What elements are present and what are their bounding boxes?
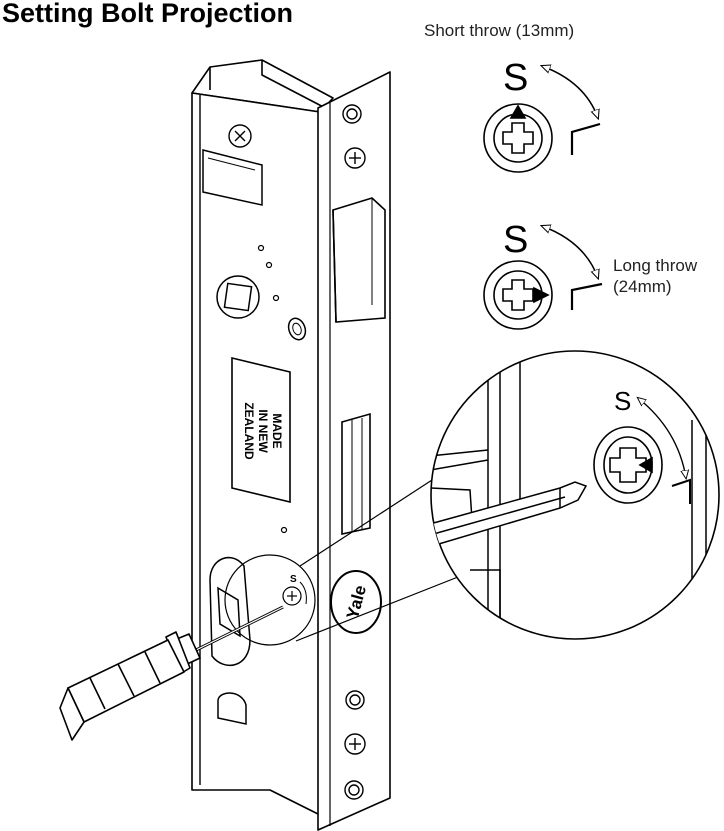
- faceplate-screw-bottom: [344, 780, 364, 800]
- yale-logo: Yale: [330, 570, 382, 634]
- cylinder-cutout: [209, 556, 251, 666]
- plate-text-line3: ZEALAND: [242, 402, 256, 460]
- faceplate-screw-2: [344, 147, 366, 169]
- diagram-title: Setting Bolt Projection: [2, 0, 294, 28]
- plate-text-line1: MADE: [270, 413, 284, 448]
- small-s-mark: S: [290, 574, 297, 585]
- latch-bolt: [332, 197, 386, 323]
- magnify-source-circle: [224, 554, 316, 646]
- detail-s-symbol: S: [614, 386, 631, 416]
- short-throw-label: Short throw (13mm): [424, 21, 575, 40]
- faceplate-screw-4: [344, 733, 366, 755]
- short-throw-screw: [483, 103, 553, 173]
- long-throw-measure: (24mm): [613, 277, 672, 296]
- long-throw-symbol: S: [483, 219, 603, 330]
- adjuster-screw-small: [282, 586, 302, 606]
- long-throw-s: S: [503, 219, 528, 261]
- short-throw-s: S: [503, 57, 528, 99]
- detail-magnified-view: S: [430, 350, 720, 640]
- deadbolt-slot: [341, 412, 371, 535]
- detail-screw-head: [593, 426, 663, 504]
- plate-text-line2: IN NEW: [256, 409, 270, 453]
- screwdriver: [59, 605, 284, 741]
- top-screw: [228, 124, 252, 148]
- oval-hole: [287, 317, 307, 341]
- long-throw-screw: [483, 260, 553, 330]
- upper-slot: [202, 149, 263, 206]
- long-throw-label: Long throw: [613, 256, 698, 275]
- faceplate-screw-3: [345, 690, 365, 710]
- faceplate-screw-top: [342, 104, 362, 124]
- spindle-hub: [216, 275, 260, 319]
- short-throw-symbol: S: [483, 57, 601, 173]
- made-in-nz-plate: MADE IN NEW ZEALAND: [231, 356, 291, 504]
